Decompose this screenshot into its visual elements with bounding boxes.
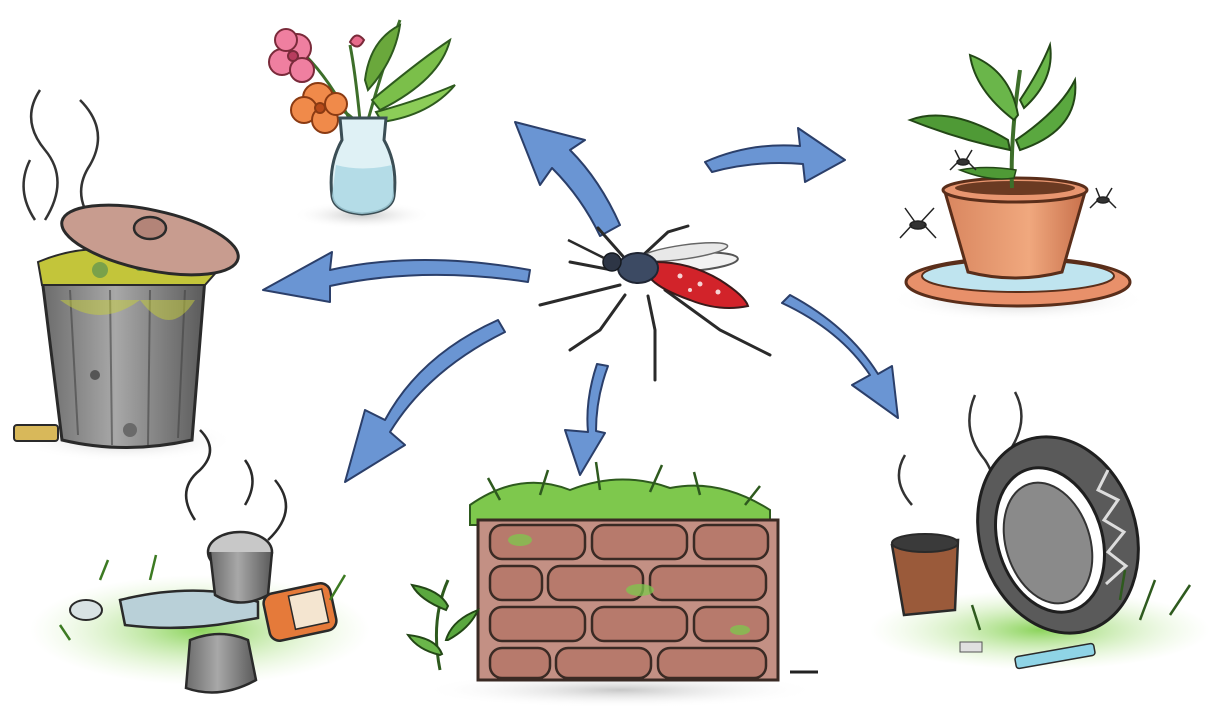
- arrow-to-trash: [263, 252, 530, 302]
- arrow-to-tire: [782, 295, 898, 418]
- arrow-to-wall: [565, 364, 608, 475]
- brick-wall-icon: [408, 462, 820, 708]
- flower-vase-icon: [269, 20, 455, 229]
- arrow-to-vase: [515, 122, 620, 236]
- potted-plant-saucer-icon: [888, 45, 1148, 322]
- discarded-cans-icon: [30, 430, 370, 693]
- mosquito-icon: [540, 226, 770, 380]
- old-tire-icon: [870, 392, 1210, 670]
- arrow-to-plant: [705, 128, 845, 182]
- trash-can-icon: [14, 90, 244, 462]
- arrow-to-cans: [345, 320, 505, 482]
